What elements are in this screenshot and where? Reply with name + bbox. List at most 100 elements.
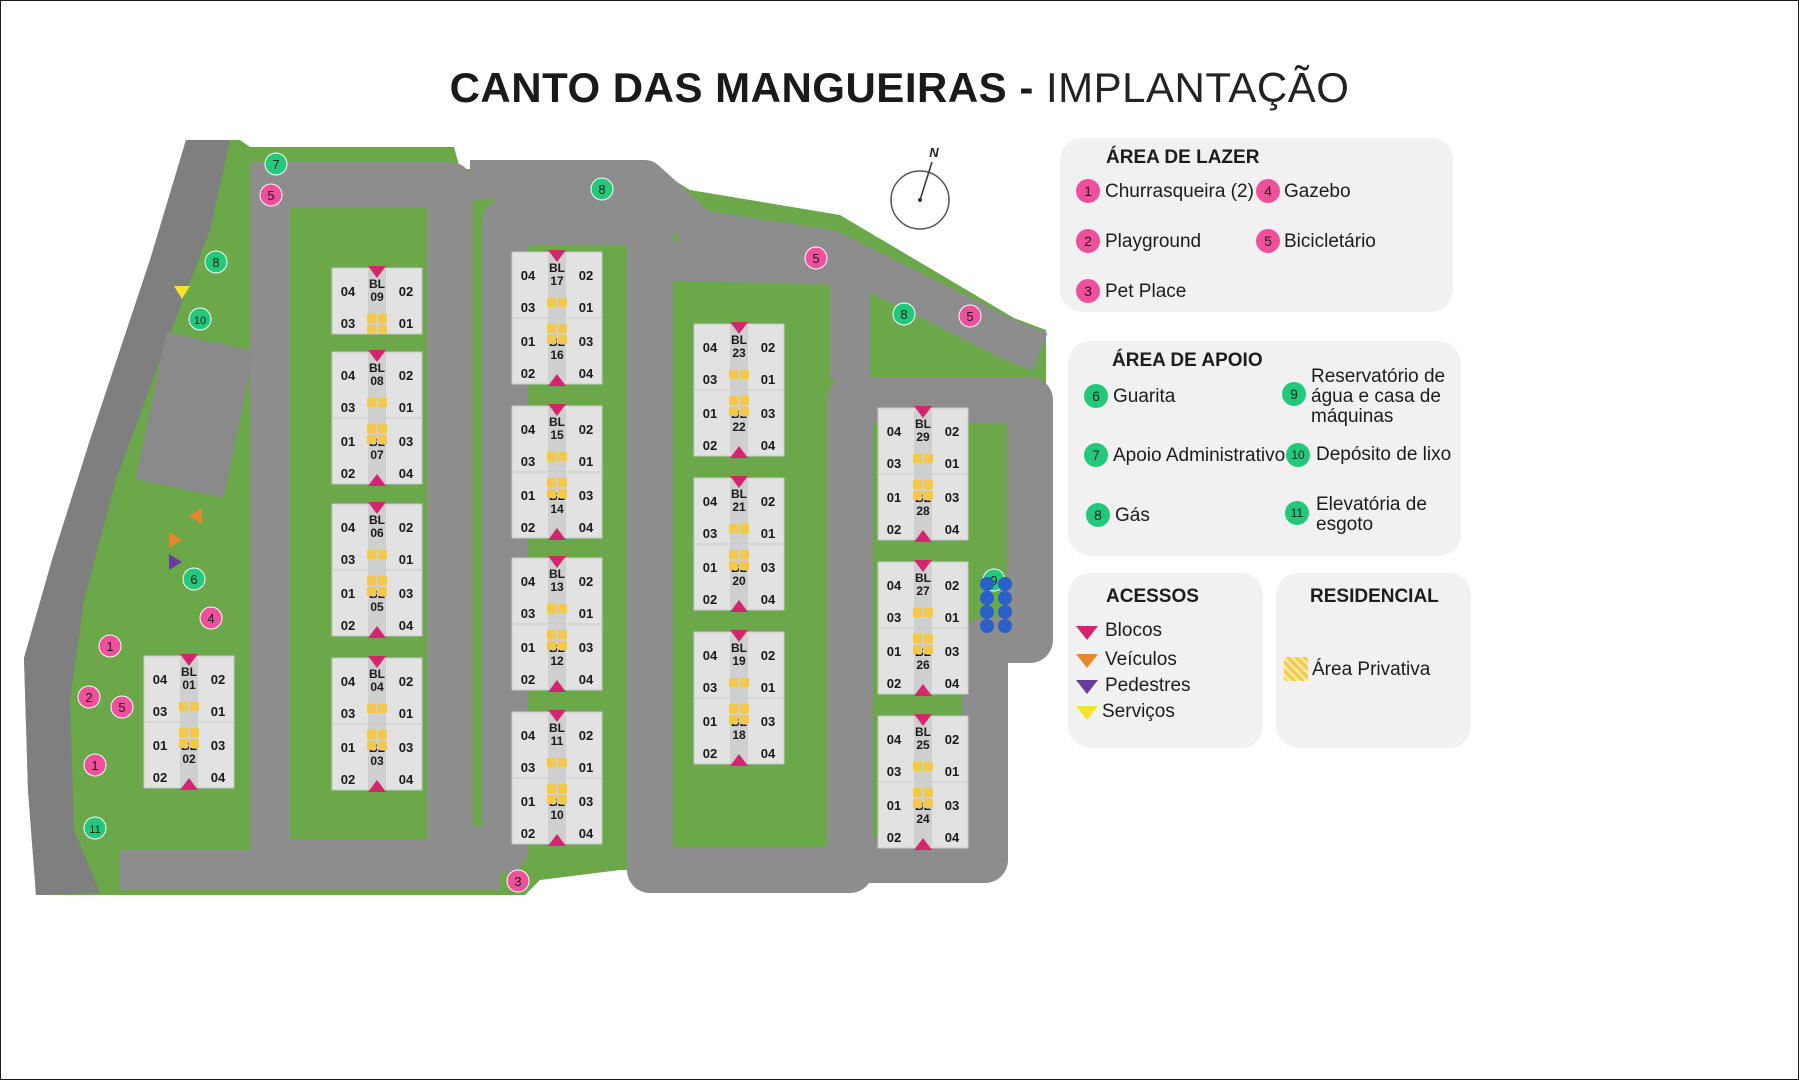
legend-item-reservatorio: Reservatório de água e casa de máquinas [1311,365,1445,428]
private-area-mark [558,324,567,333]
legend-residencial-title: RESIDENCIAL [1310,586,1439,607]
unit-number: 03 [945,490,959,505]
unit-number: 04 [341,520,356,535]
block-prefix: BL [369,361,385,375]
legend-dot-1: 1 [1076,179,1100,203]
map-marker-5: 5 [110,695,134,719]
private-area-mark [729,678,738,687]
private-area-mark [924,634,933,643]
unit-number: 02 [703,592,717,607]
unit-number: 04 [579,672,594,687]
title-bold: CANTO DAS MANGUEIRAS - [449,64,1034,111]
unit-number: 04 [579,366,594,381]
private-area-mark [367,576,376,585]
unit-number: 02 [521,520,535,535]
unit-number: 04 [945,676,960,691]
map-marker-5: 5 [259,183,283,207]
marker-circle [204,250,228,274]
marker-number: 10 [194,315,206,327]
unit-number: 03 [521,606,535,621]
unit-number: 03 [341,552,355,567]
legend-dot-5: 5 [1256,229,1280,253]
private-area-swatch [1284,657,1308,681]
marker-number: 7 [272,157,279,172]
unit-number: 03 [761,560,775,575]
legend-dot-4: 4 [1256,179,1280,203]
unit-number: 02 [521,366,535,381]
stair-core [368,724,386,790]
unit-number: 01 [341,740,355,755]
block-number: 08 [370,374,384,388]
block-number: 13 [550,580,564,594]
unit-number: 01 [521,334,535,349]
private-area-mark [190,739,199,748]
block-access-marker [548,834,566,846]
unit-number: 02 [945,732,959,747]
unit-number: 03 [211,738,225,753]
reservatorio-line-3: máquinas [1311,406,1394,427]
marker-circle [259,183,283,207]
legend-dot-2: 2 [1076,229,1100,253]
stair-core [368,418,386,484]
unit-number: 02 [579,268,593,283]
marker-circle [958,304,982,328]
block-prefix: BL [549,415,565,429]
unit-number: 01 [521,640,535,655]
compass-n-label: N [929,145,939,160]
unit-number: 02 [887,522,901,537]
block-number: 26 [916,658,930,672]
block-access-marker [548,710,566,722]
unit-number: 04 [887,732,902,747]
private-area-mark [729,715,738,724]
block-number: 21 [732,500,746,514]
unit-number: 02 [341,618,355,633]
block-number: 24 [916,812,930,826]
unit-number: 04 [399,618,414,633]
legend-item-deposito-lixo: Depósito de lixo [1316,444,1452,465]
block-access-marker [368,266,386,278]
unit-number: 02 [703,746,717,761]
marker-number: 5 [118,700,125,715]
private-area-mark [740,370,749,379]
stair-core [548,778,566,844]
unit-number: 03 [703,680,717,695]
unit-number: 02 [579,422,593,437]
legend-tri-pedestres [1076,680,1098,694]
legend-dot-6: 6 [1084,384,1108,408]
private-area-mark [740,550,749,559]
unit-number: 02 [887,676,901,691]
unit-number: 03 [703,372,717,387]
block-number: 06 [370,526,384,540]
marker-circle [77,685,101,709]
unit-number: 04 [945,522,960,537]
block-number: 29 [916,430,930,444]
unit-number: 04 [579,520,594,535]
private-area-mark [913,645,922,654]
private-area-mark [558,489,567,498]
block-access-marker [548,250,566,262]
unit-number: 01 [399,552,413,567]
unit-number: 04 [521,422,536,437]
legend-tri-servicos [1076,706,1098,720]
unit-number: 04 [703,340,718,355]
private-area-mark [913,788,922,797]
site-access-marker [169,554,182,570]
unit-number: 03 [341,706,355,721]
private-area-mark [740,715,749,724]
unit-number: 03 [521,300,535,315]
legend-dot-10: 10 [1286,443,1310,467]
unit-number: 04 [703,648,718,663]
compass: N [890,145,950,230]
reservatorio-line-1: Reservatório de [1311,366,1446,387]
private-area-mark [924,762,933,771]
private-area-mark [367,314,376,323]
block-number: 14 [550,502,564,516]
unit-number: 03 [399,586,413,601]
marker-circle [110,695,134,719]
unit-number: 01 [761,372,775,387]
legend-item-servicos: Serviços [1102,701,1175,722]
